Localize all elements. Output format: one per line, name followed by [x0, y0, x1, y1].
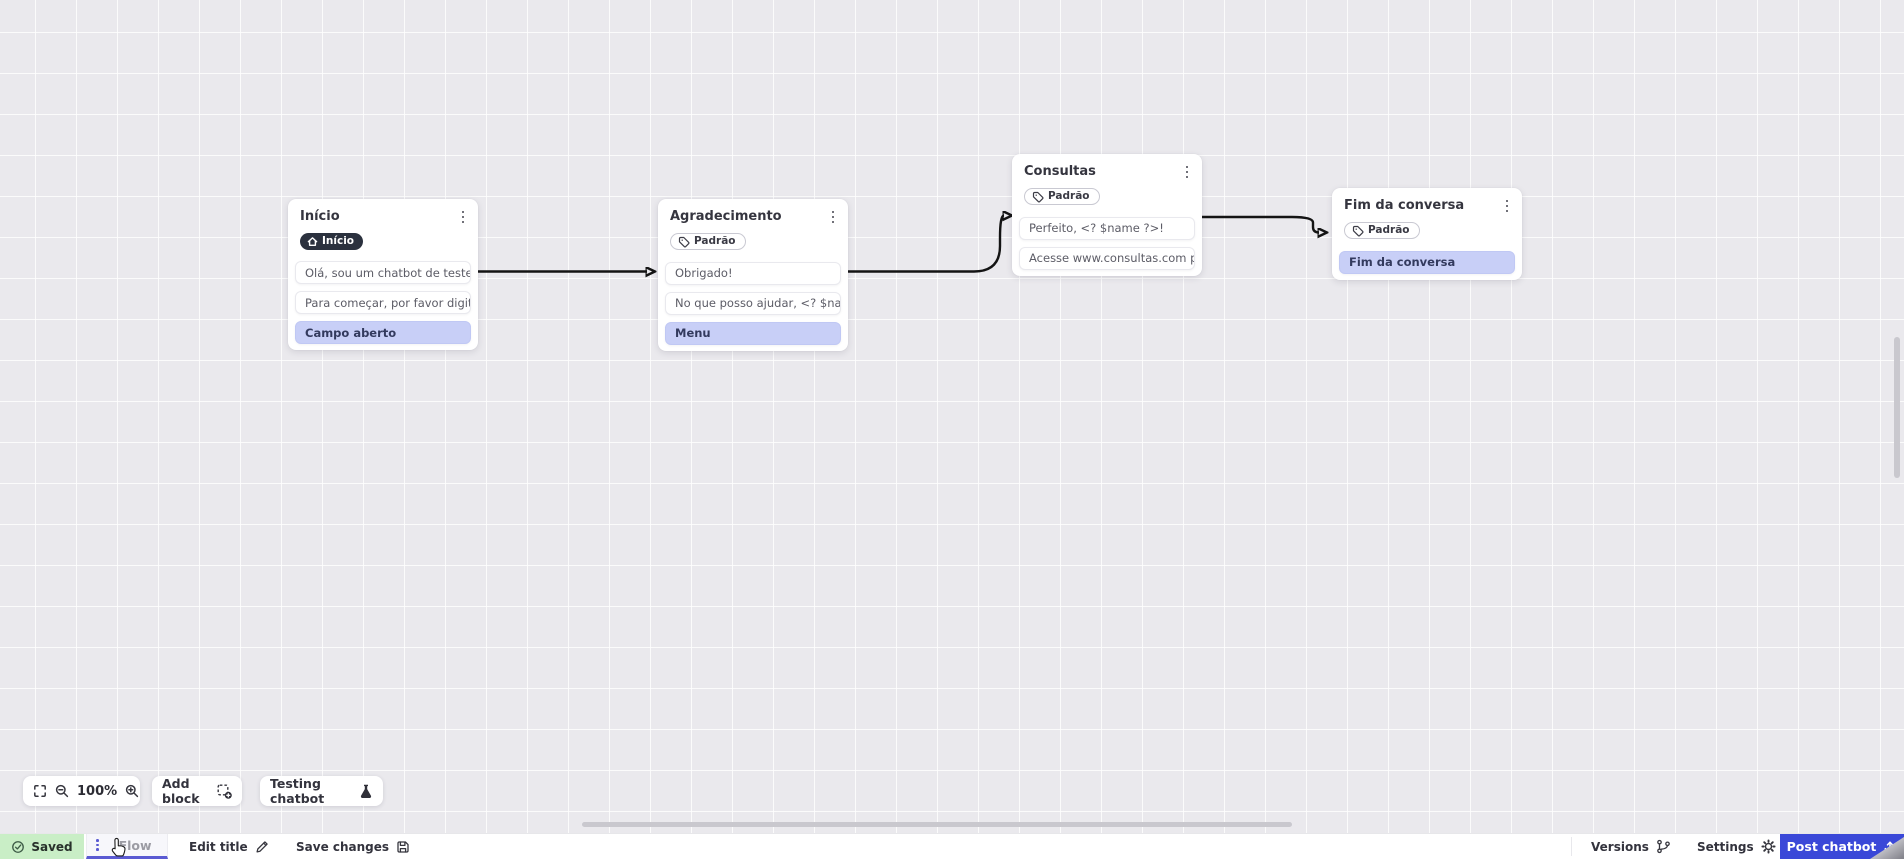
save-icon	[396, 840, 410, 854]
node-title: Fim da conversa	[1344, 198, 1465, 213]
fullscreen-icon[interactable]	[33, 784, 47, 798]
node-badge-label: Início	[322, 235, 355, 248]
node-row[interactable]: Para começar, por favor digite o ...	[295, 291, 471, 314]
node-header: Fim da conversa	[1339, 198, 1515, 214]
statusbar-divider	[1571, 837, 1572, 856]
node-rows: Perfeito, <? $name ?>! Acesse www.consult…	[1019, 216, 1195, 270]
edit-title-button[interactable]: Edit title	[189, 834, 269, 859]
flask-icon	[359, 784, 373, 798]
flow-node[interactable]: Agradecimento Padrão Obrigado! No que pos…	[658, 199, 848, 351]
node-row[interactable]: No que posso ajudar, <? $name ...	[665, 291, 841, 315]
node-badge-label: Padrão	[1048, 190, 1090, 203]
horizontal-scrollbar[interactable]	[582, 822, 1292, 827]
add-block-icon	[217, 784, 232, 799]
node-row[interactable]: Menu	[665, 321, 841, 345]
edge-agradecimento-consultas	[848, 216, 1004, 273]
node-title: Início	[300, 209, 340, 224]
settings-label: Settings	[1697, 839, 1754, 854]
node-badge-label: Padrão	[1368, 224, 1410, 237]
node-header: Consultas	[1019, 164, 1195, 180]
tag-icon	[1352, 225, 1364, 237]
kebab-menu-icon[interactable]	[1502, 198, 1512, 214]
flow-node[interactable]: Início Início Olá, sou um chatbot de tes…	[288, 199, 478, 350]
saved-status-badge: Saved	[0, 834, 84, 859]
node-row[interactable]: Olá, sou um chatbot de teste!	[295, 261, 471, 284]
saved-label: Saved	[31, 839, 73, 854]
testing-chatbot-button[interactable]: Testing chatbot	[260, 776, 383, 806]
node-badge: Padrão	[1024, 188, 1100, 205]
edge-consultas-fim	[1202, 215, 1319, 233]
flow-edges	[478, 0, 1904, 833]
tab-flow[interactable]: Flow	[86, 834, 168, 859]
settings-button[interactable]: Settings	[1697, 834, 1776, 859]
home-icon	[307, 236, 318, 247]
check-circle-icon	[11, 840, 25, 854]
node-row[interactable]: Fim da conversa	[1339, 250, 1515, 274]
node-rows: Fim da conversa	[1339, 250, 1515, 274]
node-row[interactable]: Obrigado!	[665, 261, 841, 285]
tab-kebab-icon[interactable]	[87, 839, 105, 851]
node-row[interactable]: Campo aberto	[295, 321, 471, 344]
add-block-button[interactable]: Add block	[152, 776, 242, 806]
versions-label: Versions	[1591, 839, 1649, 854]
versions-button[interactable]: Versions	[1591, 834, 1671, 859]
tag-icon	[1032, 191, 1044, 203]
add-block-label: Add block	[162, 776, 200, 806]
node-badge: Início	[300, 233, 364, 250]
edit-title-label: Edit title	[189, 839, 248, 854]
zoom-level: 100%	[77, 783, 118, 799]
zoom-out-icon[interactable]	[55, 784, 69, 798]
node-badge: Padrão	[670, 233, 746, 250]
vertical-scrollbar[interactable]	[1894, 337, 1900, 478]
pencil-icon	[255, 840, 269, 854]
tag-icon	[678, 236, 690, 248]
kebab-menu-icon[interactable]	[828, 209, 838, 225]
post-chatbot-button[interactable]: Post chatbot	[1780, 834, 1904, 859]
post-chatbot-label: Post chatbot	[1786, 839, 1877, 854]
node-row[interactable]: Acesse www.consultas.com par...	[1019, 246, 1195, 270]
flow-tab-label: Flow	[118, 837, 152, 853]
zoom-in-icon[interactable]	[125, 784, 139, 798]
kebab-menu-icon[interactable]	[458, 209, 468, 225]
kebab-menu-icon[interactable]	[1182, 164, 1192, 180]
node-title: Consultas	[1024, 164, 1096, 179]
save-changes-label: Save changes	[296, 839, 390, 854]
statusbar: Saved Flow Edit title Save changes Versi…	[0, 833, 1904, 859]
flow-node[interactable]: Fim da conversa Padrão Fim da conversa	[1332, 188, 1522, 280]
flow-canvas[interactable]: Início Início Olá, sou um chatbot de tes…	[0, 0, 1904, 833]
node-header: Início	[295, 209, 471, 225]
node-badge-label: Padrão	[694, 235, 736, 248]
node-rows: Olá, sou um chatbot de teste! Para começa…	[295, 261, 471, 344]
node-title: Agradecimento	[670, 209, 782, 224]
save-changes-button[interactable]: Save changes	[296, 834, 410, 859]
git-branch-icon	[1656, 839, 1671, 854]
node-rows: Obrigado! No que posso ajudar, <? $name .…	[665, 261, 841, 345]
node-row[interactable]: Perfeito, <? $name ?>!	[1019, 216, 1195, 240]
flow-node[interactable]: Consultas Padrão Perfeito, <? $name ?>! A…	[1012, 154, 1202, 276]
zoom-toolbar: 100%	[23, 776, 140, 806]
gear-icon	[1761, 839, 1776, 854]
testing-chatbot-label: Testing chatbot	[270, 776, 325, 806]
node-header: Agradecimento	[665, 209, 841, 225]
node-badge: Padrão	[1344, 222, 1420, 239]
